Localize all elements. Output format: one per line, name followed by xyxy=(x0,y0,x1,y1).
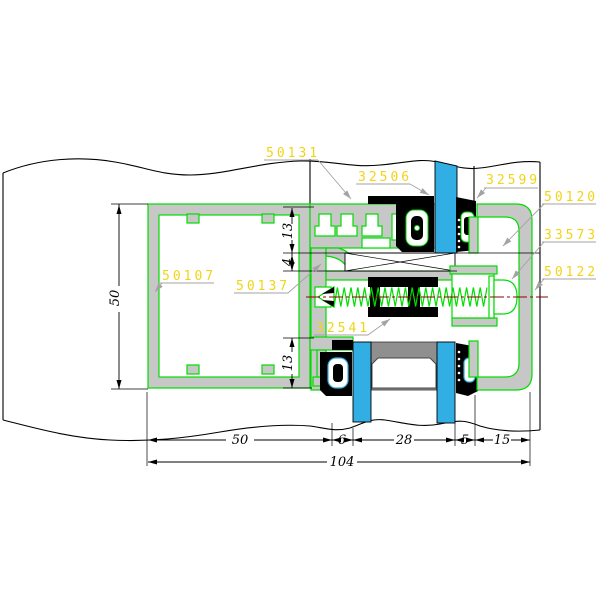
part-label-33573: 33573 xyxy=(544,228,598,243)
screw-tip-shade xyxy=(322,300,334,307)
glass-pane-upper xyxy=(434,160,458,254)
leader-arrowhead xyxy=(503,237,512,246)
dim-text-6: 6 xyxy=(338,433,346,448)
dim-text-13-bottom: 13 xyxy=(281,355,296,372)
screw-port-tab xyxy=(261,364,275,375)
extension-lines xyxy=(111,203,540,466)
dim-text-28: 28 xyxy=(395,433,413,448)
dimension-arrowhead xyxy=(289,244,295,253)
mullion-cavity xyxy=(158,214,300,378)
dim-text-5: 5 xyxy=(461,433,469,448)
screw-50122 xyxy=(306,275,548,319)
gasket-dots xyxy=(457,350,461,382)
dimension-arrowhead xyxy=(466,437,475,443)
dimension-arrowhead xyxy=(289,338,295,347)
cover-bottom-hook xyxy=(468,340,479,378)
leader-arrowhead xyxy=(381,319,390,327)
insulated-glass-unit xyxy=(352,341,456,424)
bracket-top-bar xyxy=(368,277,438,287)
top-break-wave xyxy=(2,158,541,176)
leader-arrowhead xyxy=(512,270,521,279)
bottom-rail-gasket-seat xyxy=(332,340,353,350)
part-label-50137: 50137 xyxy=(236,279,290,294)
part-label-50107: 50107 xyxy=(162,269,216,284)
dimension-arrowhead xyxy=(521,459,530,465)
leader-arrowhead xyxy=(155,283,163,292)
gasket-dots xyxy=(457,218,461,249)
dimension-arrowhead xyxy=(455,437,464,443)
rail-t-slot xyxy=(314,213,336,237)
part-label-32599: 32599 xyxy=(486,173,540,188)
leader-arrowhead xyxy=(419,188,429,195)
dimensions: 50 13 4 13 50 6 28 5 15 104 xyxy=(108,204,530,470)
dimension-arrowhead xyxy=(289,379,295,388)
rail-t-slot xyxy=(336,213,358,237)
dim-text-50-vertical: 50 xyxy=(108,290,123,307)
leader-line xyxy=(502,203,545,247)
leader-arrowhead xyxy=(477,189,486,198)
rail-t-slot xyxy=(361,213,383,237)
dimension-arrowhead xyxy=(289,208,295,217)
dimension-arrowhead xyxy=(344,437,353,443)
mullion-profile-50107 xyxy=(147,203,311,389)
rail-bottom-gap xyxy=(361,237,391,249)
gasket-32506 xyxy=(368,196,434,252)
screw-port-tab xyxy=(186,213,200,224)
leader-arrowhead xyxy=(312,264,321,273)
part-label-32506: 32506 xyxy=(358,170,412,185)
cover-top-hook xyxy=(468,216,479,254)
part-label-50131: 50131 xyxy=(266,146,320,161)
dimension-arrowhead xyxy=(323,437,332,443)
dimension-arrowhead xyxy=(148,459,157,465)
dim-text-4: 4 xyxy=(281,258,296,267)
dim-text-13-top: 13 xyxy=(281,223,296,240)
igu-pane-right xyxy=(436,341,456,424)
dim-text-15: 15 xyxy=(494,433,511,448)
dimension-arrowhead xyxy=(116,380,122,389)
dimension-arrowhead xyxy=(289,255,295,264)
screw-boss-channel xyxy=(451,273,495,319)
bottom-break-wave xyxy=(2,419,541,442)
leader-arrowhead xyxy=(535,281,543,290)
dimension-arrowhead xyxy=(353,437,362,443)
part-labels: 50131 32506 32599 50120 33573 50122 5010… xyxy=(154,146,598,336)
bracket-bottom-bar xyxy=(368,307,438,317)
dimension-arrowhead xyxy=(148,437,157,443)
part-label-32541: 32541 xyxy=(316,321,370,336)
dimension-arrowhead xyxy=(332,437,341,443)
gasket-bulb-dot xyxy=(414,225,420,231)
screw-boss-bottom xyxy=(451,317,498,327)
part-label-50122: 50122 xyxy=(544,265,598,280)
screw-port-tab xyxy=(261,213,275,224)
break-lines xyxy=(2,158,541,442)
screw-boss-top xyxy=(449,265,498,275)
dim-text-50h: 50 xyxy=(232,433,249,448)
screw-port-tab xyxy=(186,364,200,375)
dimension-arrowhead xyxy=(475,437,484,443)
bottom-gasket-left xyxy=(320,352,352,396)
gasket-bulb-core xyxy=(333,364,343,382)
dimension-arrowhead xyxy=(116,205,122,214)
leader-arrowhead xyxy=(343,190,351,199)
dimension-arrowhead xyxy=(446,437,455,443)
part-label-50120: 50120 xyxy=(544,190,598,205)
igu-spacer-box xyxy=(371,357,437,389)
dimension-arrowhead xyxy=(289,262,295,271)
igu-pane-left xyxy=(352,341,372,423)
screw-tip-shade xyxy=(322,287,334,294)
dimension-arrowhead xyxy=(521,437,530,443)
dim-text-104: 104 xyxy=(330,455,355,470)
insulator-diagonal xyxy=(344,252,456,272)
thermal-insulator xyxy=(344,252,456,272)
